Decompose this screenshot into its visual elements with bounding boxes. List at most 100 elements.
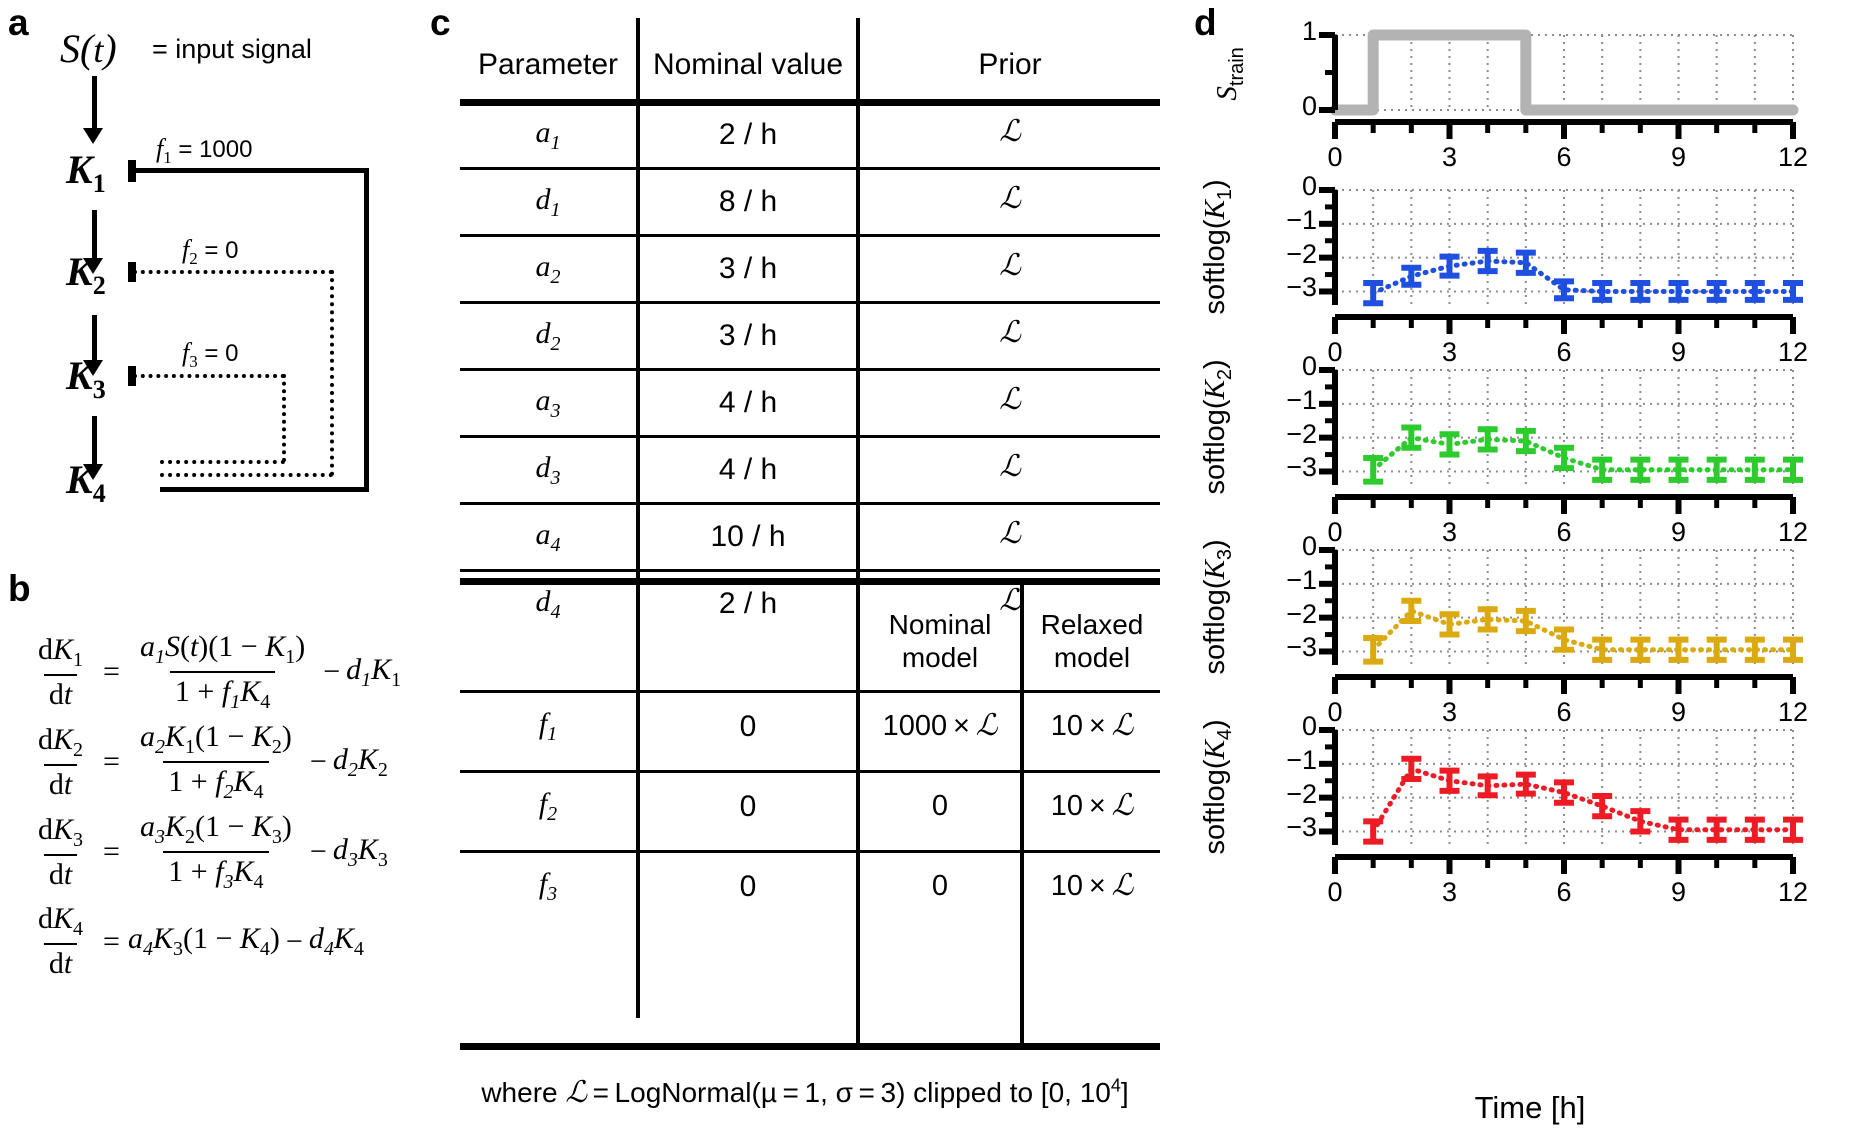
input-signal-symbol: S(t) bbox=[60, 26, 117, 71]
table-hline-11 bbox=[460, 850, 1160, 853]
table-cell-nominal: 0 bbox=[739, 870, 757, 903]
feedback-label-f2: f2 = 0 bbox=[182, 235, 239, 269]
table-cell-nominal: 4 / h bbox=[718, 453, 778, 486]
table-row-param: f3 bbox=[538, 867, 558, 905]
table-cell-prior: ℒ bbox=[999, 584, 1021, 617]
xaxis-title-time: Time [h] bbox=[1474, 1090, 1586, 1125]
table-cell-prior: ℒ bbox=[999, 249, 1021, 282]
table-row-param: d2 bbox=[535, 317, 561, 355]
table-subheader-relaxed-model: Relaxed model bbox=[1040, 609, 1144, 674]
xtick-label: 9 bbox=[1670, 877, 1687, 907]
table-cell-nominal: 3 / h bbox=[718, 319, 778, 352]
table-cell-prior: ℒ bbox=[999, 115, 1021, 148]
yaxis-label: softlog(K4) bbox=[1199, 718, 1236, 855]
table-cell-relaxed-model: 10 × ℒ bbox=[1050, 869, 1134, 902]
table-row-param: a2 bbox=[535, 250, 561, 288]
table-cell-prior: ℒ bbox=[999, 450, 1021, 483]
feedback-label-f1: f1 = 1000 bbox=[156, 134, 253, 168]
xtick-label: 3 bbox=[1441, 337, 1458, 367]
feedback-label-f3: f3 = 0 bbox=[182, 338, 239, 372]
xtick-label: 12 bbox=[1777, 142, 1809, 172]
ytick-label: −2 bbox=[1286, 598, 1317, 629]
arrow-k3-k4-line bbox=[92, 416, 97, 468]
xtick-label: 6 bbox=[1556, 142, 1572, 172]
table-cell-prior: ℒ bbox=[999, 517, 1021, 550]
panel-c-letter: c bbox=[430, 2, 451, 43]
table-hline-bottom bbox=[460, 1043, 1160, 1050]
table-hline-7 bbox=[460, 569, 1160, 572]
feedback-line-f2-bottom bbox=[160, 473, 333, 477]
feedback-line-f3-bottom bbox=[160, 460, 285, 464]
node-k2: K2 bbox=[66, 249, 106, 300]
table-vline-2 bbox=[856, 18, 860, 1048]
arrow-s-k1-head bbox=[83, 128, 103, 144]
table-hline-1 bbox=[460, 167, 1160, 170]
ytick-label: 0 bbox=[1301, 91, 1317, 121]
table-cell-nominal: 2 / h bbox=[718, 118, 778, 151]
xtick-label: 6 bbox=[1556, 337, 1572, 367]
xtick-label: 0 bbox=[1327, 337, 1343, 367]
table-cell-nominal: 3 / h bbox=[718, 252, 778, 285]
table-hline-8 bbox=[460, 578, 1160, 585]
xtick-label: 9 bbox=[1670, 697, 1687, 727]
xtick-label: 6 bbox=[1556, 877, 1572, 907]
xtick-label: 12 bbox=[1777, 337, 1809, 367]
table-row-param: d4 bbox=[535, 585, 561, 623]
xtick-label: 0 bbox=[1327, 877, 1343, 907]
table-hline-10 bbox=[460, 770, 1160, 773]
xtick-label: 9 bbox=[1670, 517, 1687, 547]
ytick-label: 0 bbox=[1301, 711, 1317, 741]
table-cell-relaxed-model: 10 × ℒ bbox=[1050, 709, 1134, 742]
table-row-param: f2 bbox=[538, 787, 558, 825]
table-cell-nominal: 0 bbox=[739, 710, 757, 743]
arrow-k2-k3-line bbox=[92, 315, 97, 365]
feedback-line-f2-h bbox=[133, 270, 333, 274]
blunt-end-f2 bbox=[128, 262, 136, 282]
panel-d-letter: d bbox=[1194, 2, 1217, 43]
table-vline-3 bbox=[1020, 578, 1024, 1048]
table-row-param: a4 bbox=[535, 518, 561, 556]
table-hline-9 bbox=[460, 690, 1160, 693]
xtick-label: 12 bbox=[1777, 877, 1809, 907]
table-row-param: d3 bbox=[535, 451, 561, 489]
xtick-label: 9 bbox=[1670, 337, 1687, 367]
feedback-line-f1-v bbox=[364, 168, 369, 492]
arrow-s-k1-line bbox=[92, 76, 97, 132]
ytick-label: −3 bbox=[1286, 632, 1317, 663]
table-subheader-nominal-model: Nominal model bbox=[888, 609, 992, 674]
ytick-label: −2 bbox=[1286, 778, 1317, 809]
xtick-label: 3 bbox=[1441, 517, 1458, 547]
ytick-label: 1 bbox=[1301, 16, 1317, 46]
feedback-line-f3-v bbox=[282, 374, 286, 462]
ytick-label: −1 bbox=[1286, 564, 1317, 595]
input-signal-label: = input signal bbox=[152, 34, 312, 64]
ytick-label: −3 bbox=[1286, 812, 1317, 843]
ytick-label: 0 bbox=[1301, 171, 1317, 201]
panel-a-letter: a bbox=[8, 2, 29, 43]
table-header-nominal-value: Nominal value bbox=[652, 48, 844, 81]
table-cell-nominal-model: 0 bbox=[931, 870, 949, 902]
table-cell-relaxed-model: 10 × ℒ bbox=[1050, 789, 1134, 822]
table-vline-1 bbox=[636, 18, 640, 1018]
table-cell-nominal: 8 / h bbox=[718, 185, 778, 218]
ytick-label: −2 bbox=[1286, 238, 1317, 269]
xtick-label: 0 bbox=[1327, 517, 1343, 547]
xtick-label: 0 bbox=[1327, 697, 1343, 727]
table-cell-nominal: 0 bbox=[739, 790, 757, 823]
table-cell-nominal-model: 0 bbox=[931, 790, 949, 822]
ytick-label: −2 bbox=[1286, 418, 1317, 449]
table-cell-prior: ℒ bbox=[999, 182, 1021, 215]
ytick-label: −3 bbox=[1286, 272, 1317, 303]
xtick-label: 12 bbox=[1777, 517, 1809, 547]
table-caption: where ℒ = LogNormal(µ = 1, σ = 3) clippe… bbox=[481, 1075, 1129, 1109]
ytick-label: −1 bbox=[1286, 204, 1317, 235]
xtick-label: 0 bbox=[1327, 142, 1343, 172]
xtick-label: 12 bbox=[1777, 697, 1809, 727]
table-hline-header bbox=[460, 99, 1160, 106]
feedback-line-f2-v bbox=[330, 270, 334, 476]
table-hline-2 bbox=[460, 234, 1160, 237]
table-header-prior: Prior bbox=[978, 48, 1042, 81]
